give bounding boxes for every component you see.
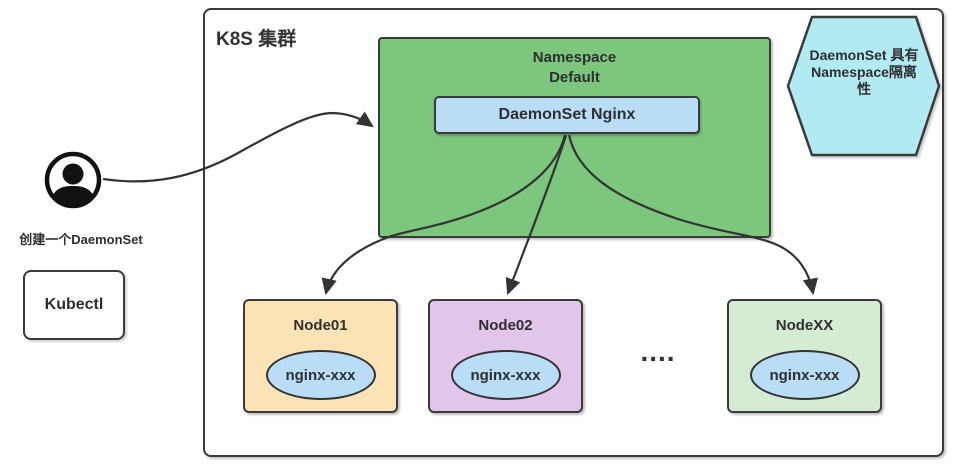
cluster-title: K8S 集群 [216, 29, 297, 50]
node02-box: Node02 nginx-xxx [428, 299, 583, 413]
avatar-figure [51, 163, 95, 204]
nodexx-pod-label: nginx-xxx [769, 366, 840, 384]
node01-title: Node01 [293, 317, 348, 334]
node01-pod-ellipse: nginx-xxx [265, 350, 376, 400]
creator-caption: 创建一个DaemonSet [19, 232, 143, 247]
namespace-title-line1: Namespace [532, 49, 617, 66]
nodexx-title: NodeXX [775, 317, 834, 334]
more-nodes-ellipsis: .... [640, 336, 676, 367]
hexagon-note-line1: DaemonSet 具有 [809, 47, 919, 63]
daemonset-nginx-label: DaemonSet Nginx [498, 106, 636, 123]
nodexx-box: NodeXX nginx-xxx [727, 299, 882, 413]
hexagon-note: DaemonSet 具有 Namespace隔离 性 [785, 14, 943, 158]
node02-title: Node02 [478, 317, 533, 334]
daemonset-nginx-box: DaemonSet Nginx [434, 96, 700, 134]
hexagon-note-text: DaemonSet 具有 Namespace隔离 性 [799, 47, 929, 98]
hexagon-note-line2: Namespace隔离 [811, 64, 917, 80]
node01-box: Node01 nginx-xxx [243, 299, 398, 413]
node01-pod-label: nginx-xxx [285, 366, 356, 384]
kubectl-box: Kubectl [23, 270, 125, 340]
nodexx-pod-ellipse: nginx-xxx [749, 350, 860, 400]
kubectl-label: Kubectl [44, 296, 104, 313]
node02-pod-label: nginx-xxx [470, 366, 541, 384]
namespace-title-line2: Default [549, 69, 600, 86]
user-avatar-icon [44, 151, 102, 209]
node02-pod-ellipse: nginx-xxx [450, 350, 561, 400]
namespace-default-box: Namespace Default [378, 37, 771, 238]
hexagon-note-line3: 性 [857, 81, 871, 97]
